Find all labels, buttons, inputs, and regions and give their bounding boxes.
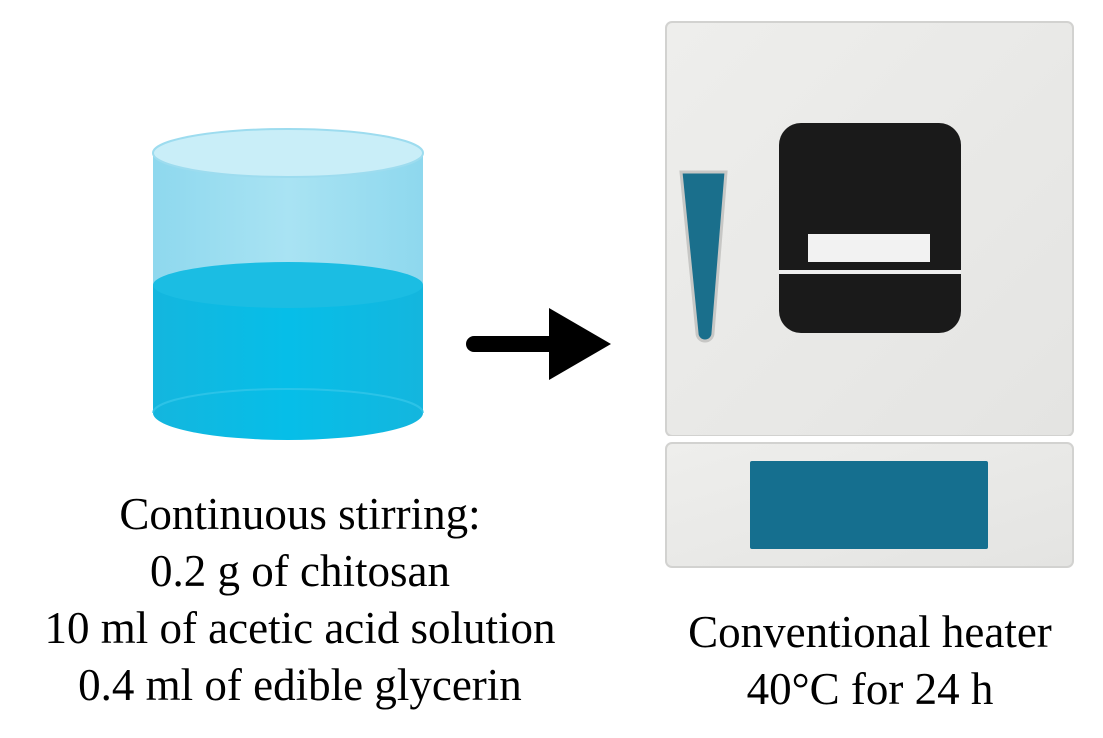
caption-line-stirring: Continuous stirring: bbox=[119, 489, 481, 539]
heater-caption: Conventional heater 40°C for 24 h bbox=[640, 604, 1100, 718]
stirring-caption: Continuous stirring: 0.2 g of chitosan 1… bbox=[0, 486, 600, 714]
caption-line-heater: Conventional heater bbox=[688, 607, 1052, 657]
caption-line-temperature: 40°C for 24 h bbox=[746, 664, 994, 714]
arrow-right-icon bbox=[466, 308, 611, 380]
beaker-icon bbox=[152, 128, 424, 440]
caption-line-acetic-acid: 10 ml of acetic acid solution bbox=[44, 603, 556, 653]
caption-line-chitosan: 0.2 g of chitosan bbox=[150, 546, 450, 596]
oven-icon bbox=[665, 21, 1074, 568]
caption-line-glycerin: 0.4 ml of edible glycerin bbox=[78, 660, 522, 710]
